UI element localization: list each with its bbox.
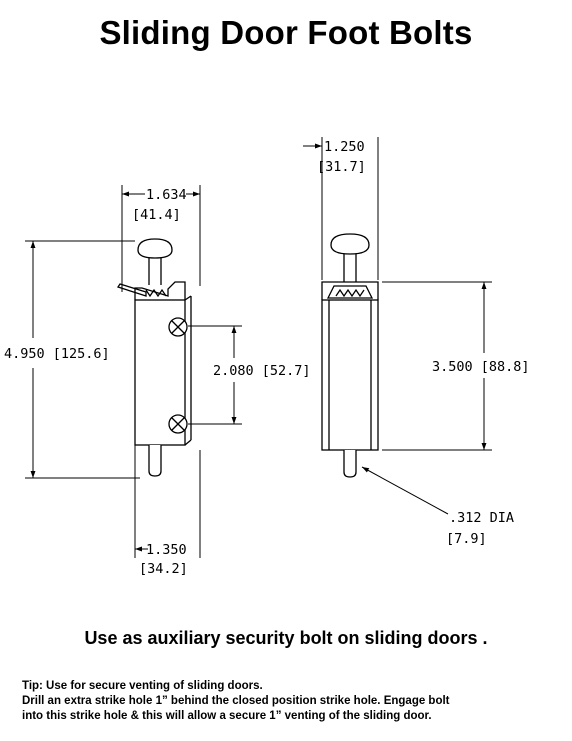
tip-text: Tip: Use for secure venting of sliding d…: [22, 679, 562, 724]
dim-side-width: 1.250: [324, 139, 365, 155]
side-view: [321, 233, 379, 478]
front-view: [116, 238, 192, 477]
dim-front-width-mm: [41.4]: [132, 207, 181, 223]
dim-pin-dia-mm: [7.9]: [446, 531, 487, 547]
dim-side-width-mm: [31.7]: [317, 159, 366, 175]
front-spring: [145, 288, 167, 298]
dim-pin-dia: .312 DIA: [449, 510, 514, 526]
side-body: [321, 299, 379, 451]
side-cap: [321, 281, 379, 300]
tip-line-1: Tip: Use for secure venting of sliding d…: [22, 680, 263, 692]
screw-top: [168, 317, 188, 337]
front-cap: [134, 281, 186, 300]
dim-front-width: 1.634: [146, 187, 187, 203]
dim-base-width: 1.350: [146, 542, 187, 558]
front-lever: [116, 283, 147, 297]
side-knob: [330, 233, 370, 255]
usage-caption: Use as auxiliary security bolt on slidin…: [84, 628, 488, 648]
dim-front-height: 4.950 [125.6]: [4, 346, 110, 362]
dim-base-width-mm: [34.2]: [139, 561, 188, 577]
front-pin: [148, 445, 162, 477]
front-knob: [137, 238, 173, 259]
dim-side-height: 3.500 [88.8]: [432, 359, 530, 375]
side-spring: [335, 288, 365, 298]
tip-line-2: Drill an extra strike hole 1” behind the…: [22, 695, 450, 707]
screw-bottom: [168, 414, 188, 434]
dim-screw-spacing: 2.080 [52.7]: [213, 363, 311, 379]
tip-line-3: into this strike hole & this will allow …: [22, 710, 432, 722]
side-pin: [343, 450, 357, 478]
page-title: Sliding Door Foot Bolts: [99, 14, 473, 51]
